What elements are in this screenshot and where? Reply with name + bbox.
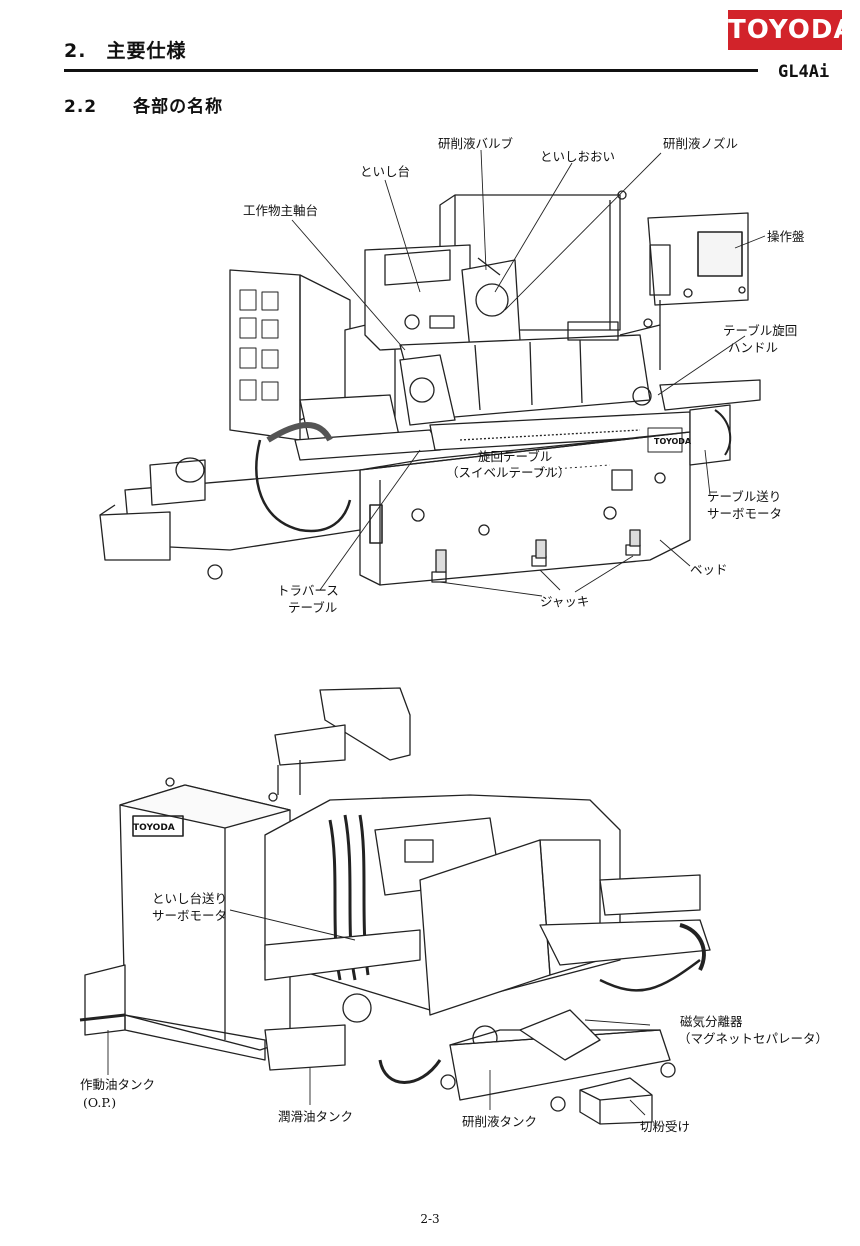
- header-rule: [64, 69, 758, 72]
- nameplate-logo: TOYODA: [654, 437, 692, 446]
- label-traverse-table-1: トラバース: [277, 583, 339, 598]
- label-wheel-feed-servo-1: といし台送り: [152, 891, 228, 906]
- label-table-feed-servo-1: テーブル送り: [707, 489, 782, 504]
- label-swivel-table-1: 旋回テーブル: [478, 449, 553, 464]
- toyoda-logo: TOYODA: [728, 10, 854, 50]
- label-bed: ベッド: [690, 562, 728, 577]
- label-chip-receiver: 切粉受け: [640, 1119, 691, 1134]
- label-table-feed-servo-2: サーボモータ: [707, 506, 783, 521]
- label-table-swivel-handle-2: ハンドル: [728, 340, 779, 355]
- label-control-panel: 操作盤: [767, 229, 805, 244]
- label-hydraulic-tank-2: (O.P.): [83, 1095, 117, 1110]
- label-swivel-table-2: （スイベルテーブル）: [446, 465, 571, 480]
- label-grinding-fluid-nozzle: 研削液ノズル: [663, 136, 739, 151]
- label-wheel-feed-servo-2: サーボモータ: [152, 908, 228, 923]
- label-wheel-cover: といしおおい: [540, 149, 616, 164]
- label-grinding-fluid-valve: 研削液バルブ: [438, 136, 514, 151]
- page-number: 2-3: [420, 1212, 440, 1226]
- label-magnetic-separator-2: （マグネットセパレータ）: [678, 1031, 829, 1046]
- section-title: 2. 主要仕様: [64, 40, 187, 62]
- label-lubricant-tank: 潤滑油タンク: [278, 1109, 354, 1124]
- cabinet-logo: TOYODA: [133, 823, 175, 833]
- label-jack: ジャッキ: [540, 594, 590, 609]
- label-magnetic-separator-1: 磁気分離器: [680, 1014, 743, 1029]
- label-wheel-head: といし台: [360, 164, 411, 179]
- machine-front-illustration: [99, 149, 766, 597]
- label-traverse-table-2: テーブル: [288, 600, 338, 615]
- label-workhead: 工作物主軸台: [243, 203, 319, 218]
- subsection-title: 2.2 各部の名称: [64, 97, 224, 117]
- label-coolant-tank: 研削液タンク: [462, 1114, 538, 1129]
- label-hydraulic-tank-1: 作動油タンク: [80, 1077, 156, 1092]
- label-table-swivel-handle-1: テーブル旋回: [723, 323, 798, 338]
- model-name: GL4Ai: [778, 62, 830, 82]
